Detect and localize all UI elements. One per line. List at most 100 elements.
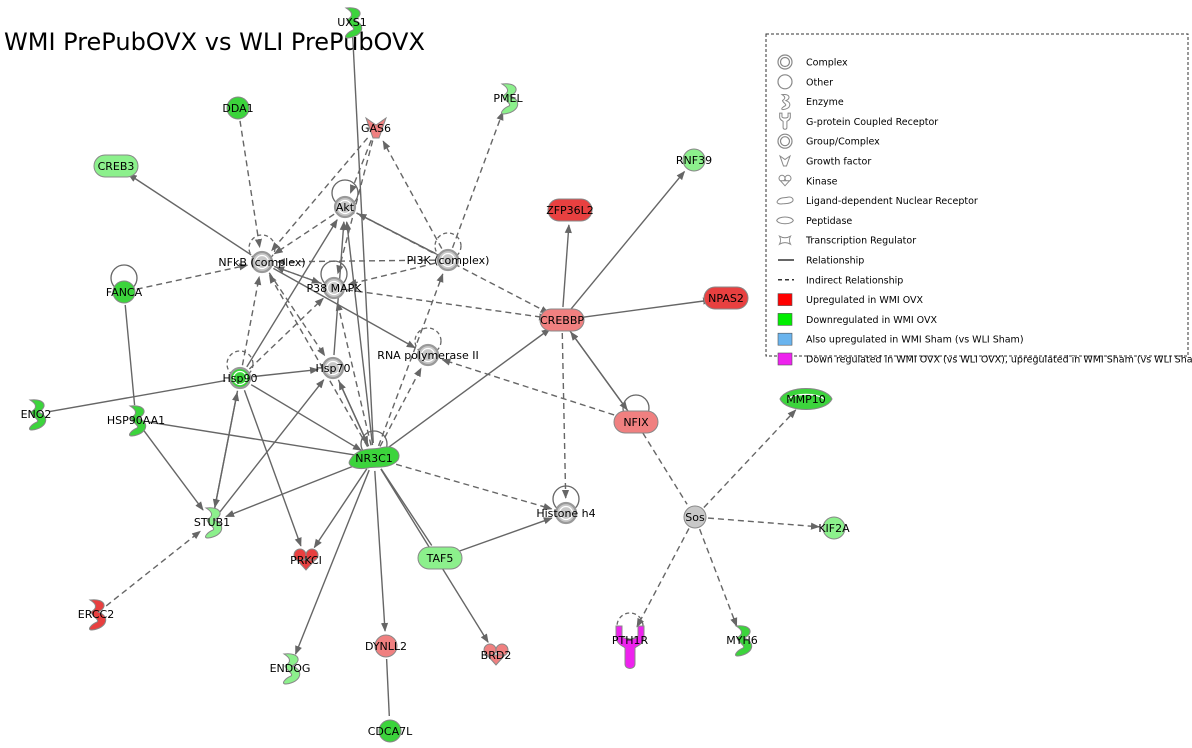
legend-item-other: Other xyxy=(777,74,833,90)
node-label-npas2: NPAS2 xyxy=(708,292,744,305)
node-npas2[interactable]: NPAS2 xyxy=(703,286,749,310)
node-mmp10[interactable]: MMP10 xyxy=(779,388,833,410)
edge-eno2-to-hsp90 xyxy=(48,379,226,413)
edge-dda1-to-nfkb xyxy=(239,120,262,249)
node-uxs1[interactable]: UXS1 xyxy=(337,7,367,39)
edge-stub1-to-hsp70 xyxy=(219,379,325,513)
edge-sos-to-kif2a xyxy=(707,517,820,530)
node-eno2[interactable]: ENO2 xyxy=(21,399,52,431)
edge-crebbp-to-zfp36l2 xyxy=(562,224,572,308)
node-akt[interactable]: Akt xyxy=(333,195,357,219)
node-zfp36l2[interactable]: ZFP36L2 xyxy=(546,198,594,222)
legend-swatch-up-icon xyxy=(777,293,793,306)
node-label-mmp10: MMP10 xyxy=(786,393,826,406)
node-cdca7l[interactable]: CDCA7L xyxy=(368,719,413,743)
node-label-stub1: STUB1 xyxy=(194,516,230,529)
node-nfix[interactable]: NFIX xyxy=(613,410,659,434)
node-label-hsp90aa1: HSP90AA1 xyxy=(107,414,165,427)
edge-nr3c1-to-pi3k xyxy=(377,273,444,447)
edge-pi3k-to-pmel xyxy=(451,111,504,249)
legend-label: Enzyme xyxy=(806,97,844,108)
edge-hsp90aa1-to-stub1 xyxy=(143,430,204,511)
node-label-crebbp: CREBBP xyxy=(540,314,584,327)
node-creb3[interactable]: CREB3 xyxy=(93,154,139,178)
edge-nr3c1-to-dynll2 xyxy=(374,470,389,632)
legend-item-complex: Complex xyxy=(777,54,848,70)
node-fanca[interactable]: FANCA xyxy=(106,280,143,304)
edge-pi3k-to-nfkb xyxy=(276,258,436,266)
legend-item-down-regulated-in-wmi-ovx-vs-wli-ovx-upr: Down regulated in WMI OVX (vs WLI OVX), … xyxy=(777,352,1192,366)
node-rnf39[interactable]: RNF39 xyxy=(676,148,712,172)
node-kif2a[interactable]: KIF2A xyxy=(818,516,850,540)
edge-hsp90-to-p38 xyxy=(248,297,324,370)
legend-box xyxy=(765,33,1189,357)
node-ercc2[interactable]: ERCC2 xyxy=(78,599,114,631)
edge-nfix-to-sos xyxy=(642,432,688,505)
self-loop-nfkb xyxy=(248,234,276,262)
legend-item-peptidase: Peptidase xyxy=(776,216,852,227)
node-label-rnf39: RNF39 xyxy=(676,154,712,167)
edge-p38-to-nfkb xyxy=(275,266,323,285)
node-myh6[interactable]: MYH6 xyxy=(726,625,758,657)
node-hsp70[interactable]: Hsp70 xyxy=(316,356,351,380)
node-p38[interactable]: P38 MAPK xyxy=(307,276,363,300)
edge-crebbp-to-rnf39 xyxy=(569,170,686,311)
legend-label: Upregulated in WMI OVX xyxy=(806,295,924,306)
legend-label: Downregulated in WMI OVX xyxy=(806,315,937,326)
node-prkci[interactable]: PRKCI xyxy=(290,548,322,571)
legend-transcription-icon xyxy=(778,234,792,246)
node-sos[interactable]: Sos xyxy=(683,505,707,529)
node-crebbp[interactable]: CREBBP xyxy=(539,308,585,332)
edge-nr3c1-to-rnapol xyxy=(379,367,422,447)
legend-item-growth-factor: Growth factor xyxy=(779,154,871,168)
node-nfkb[interactable]: NFkB (complex) xyxy=(218,250,306,274)
legend-item-relationship: Relationship xyxy=(778,256,864,267)
node-label-dda1: DDA1 xyxy=(222,102,253,115)
node-label-prkci: PRKCI xyxy=(290,554,322,567)
node-label-uxs1: UXS1 xyxy=(337,16,367,29)
legend-group-icon xyxy=(777,133,793,149)
edge-hsp90-to-akt xyxy=(246,219,338,368)
legend-gpcr-icon xyxy=(779,112,791,130)
edge-nr3c1-to-histone xyxy=(386,460,553,511)
node-taf5[interactable]: TAF5 xyxy=(417,546,463,570)
node-hsp90[interactable]: Hsp90 xyxy=(223,366,258,390)
node-label-kif2a: KIF2A xyxy=(818,522,850,535)
node-label-p38: P38 MAPK xyxy=(307,282,363,295)
node-pi3k[interactable]: PI3K (complex) xyxy=(407,248,490,272)
node-nr3c1[interactable]: NR3C1 xyxy=(348,446,400,469)
legend-swatch-magenta-icon xyxy=(777,352,793,366)
edge-nr3c1-to-taf5 xyxy=(380,468,433,546)
self-loop-hsp90 xyxy=(226,350,254,378)
node-rnapol[interactable]: RNA polymerase II xyxy=(377,343,479,367)
node-hsp90aa1[interactable]: HSP90AA1 xyxy=(107,405,165,437)
node-label-zfp36l2: ZFP36L2 xyxy=(546,204,594,217)
legend-complex-icon xyxy=(777,54,793,70)
legend-item-transcription-regulator: Transcription Regulator xyxy=(778,234,916,247)
self-loops-layer xyxy=(110,179,650,640)
legend-kinase-icon xyxy=(778,174,792,187)
node-gas6[interactable]: GAS6 xyxy=(361,116,391,139)
node-label-nr3c1: NR3C1 xyxy=(355,452,393,465)
legend-swatch-blue-icon xyxy=(777,332,793,346)
node-brd2[interactable]: BRD2 xyxy=(481,643,512,666)
legend-other-icon xyxy=(777,74,793,90)
node-dynll2[interactable]: DYNLL2 xyxy=(365,634,407,658)
edge-crebbp-to-npas2 xyxy=(574,297,713,319)
self-loop-rnapol xyxy=(414,327,442,355)
node-endog[interactable]: ENDOG xyxy=(270,653,311,685)
node-label-taf5: TAF5 xyxy=(426,552,454,565)
edge-pi3k-to-gas6 xyxy=(382,140,443,249)
edge-sos-to-pth1r xyxy=(636,528,690,628)
node-pth1r[interactable]: PTH1R xyxy=(612,625,649,669)
edge-hsp70-to-nr3c1 xyxy=(337,379,369,446)
node-histone[interactable]: Histone h4 xyxy=(536,501,596,525)
node-stub1[interactable]: STUB1 xyxy=(194,507,230,539)
node-pmel[interactable]: PMEL xyxy=(493,83,523,115)
legend-label: Also upregulated in WMI Sham (vs WLI Sha… xyxy=(806,335,1024,346)
node-dda1[interactable]: DDA1 xyxy=(222,96,254,120)
edge-nfix-to-crebbp xyxy=(570,331,629,412)
legend-label: Indirect Relationship xyxy=(806,275,903,286)
